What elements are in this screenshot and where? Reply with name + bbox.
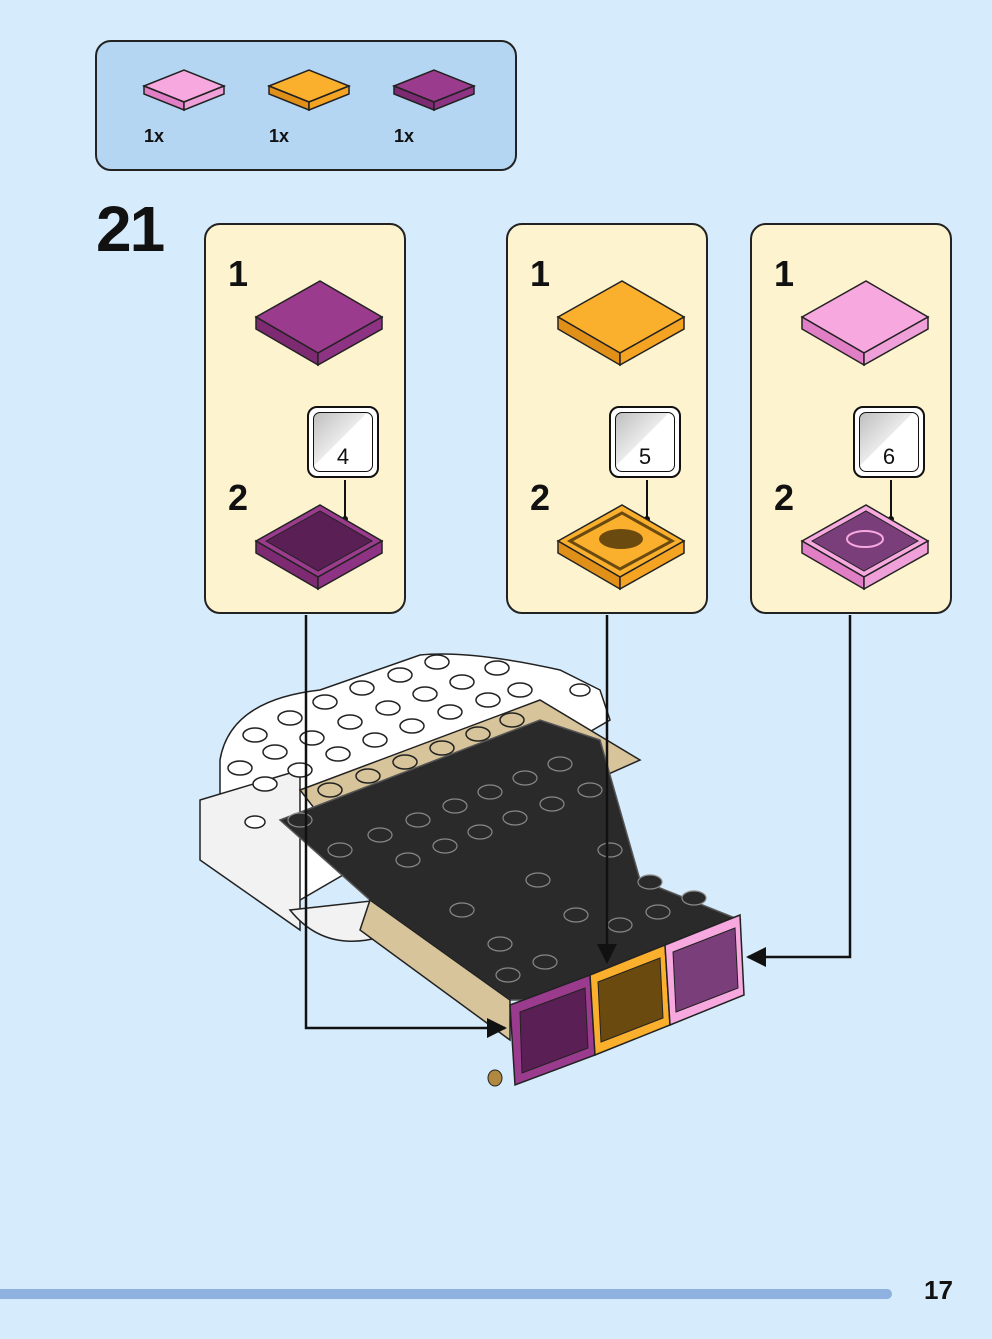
sticker-sheet-icon <box>313 412 373 472</box>
magenta-tile-icon <box>392 69 477 112</box>
parts-list-box: 1x 1x 1x <box>95 40 517 171</box>
step-number: 21 <box>96 193 165 265</box>
callout-sticker-4: 1 2 4 <box>204 223 406 614</box>
sticker-number: 5 <box>638 444 652 469</box>
sticker-badge: 4 <box>307 406 379 478</box>
orange-tile-icon <box>267 69 352 112</box>
callout-tiles <box>800 280 930 591</box>
part-pink-tile: 1x <box>142 64 242 164</box>
footer-progress-bar <box>0 1289 892 1299</box>
part-qty: 1x <box>394 126 415 146</box>
callout-tiles <box>556 280 686 591</box>
page-number: 17 <box>924 1275 953 1305</box>
substep-2: 2 <box>774 477 795 518</box>
callout-sticker-5: 1 2 5 <box>506 223 708 614</box>
substep-1: 1 <box>530 253 551 294</box>
part-magenta-tile: 1x <box>392 64 492 164</box>
substep-2: 2 <box>530 477 551 518</box>
substep-1: 1 <box>774 253 795 294</box>
sticker-sheet-icon <box>615 412 675 472</box>
part-qty: 1x <box>269 126 290 146</box>
callout-sticker-6: 1 2 6 <box>750 223 952 614</box>
sticker-badge: 6 <box>853 406 925 478</box>
pink-tile-icon <box>142 69 227 112</box>
sticker-badge: 5 <box>609 406 681 478</box>
part-orange-tile: 1x <box>267 64 367 164</box>
part-qty: 1x <box>144 126 165 146</box>
sticker-sheet-icon <box>859 412 919 472</box>
substep-2: 2 <box>228 477 249 518</box>
sticker-number: 4 <box>336 444 350 469</box>
callout-tiles <box>254 280 384 591</box>
sticker-number: 6 <box>882 444 896 469</box>
substep-1: 1 <box>228 253 249 294</box>
